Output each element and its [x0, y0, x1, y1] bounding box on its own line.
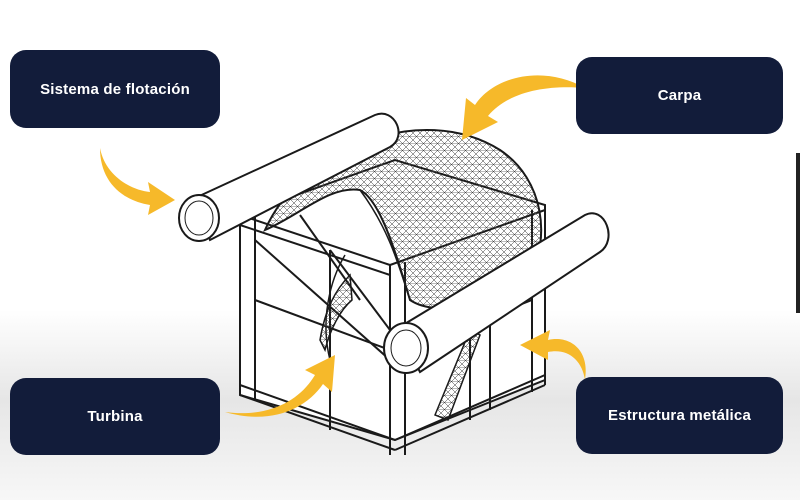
label-turbina: Turbina	[10, 378, 220, 455]
label-carpa: Carpa	[576, 57, 783, 134]
label-estructura-metalica: Estructura metálica	[576, 377, 783, 454]
float-cylinder-right	[383, 212, 610, 374]
arrows	[100, 75, 586, 417]
arrow-carpa	[462, 75, 585, 140]
arrow-flotacion	[100, 148, 175, 215]
label-sistema-flotacion-text: Sistema de flotación	[40, 80, 190, 98]
label-sistema-flotacion: Sistema de flotación	[10, 50, 220, 128]
arrow-turbina	[225, 355, 335, 417]
float-cylinder-left	[178, 112, 400, 242]
arrow-estructura	[520, 330, 586, 380]
right-edge-bar	[796, 153, 800, 313]
label-turbina-text: Turbina	[87, 408, 143, 425]
label-estructura-metalica-text: Estructura metálica	[607, 407, 752, 424]
turbine	[319, 273, 481, 421]
label-carpa-text: Carpa	[657, 87, 702, 104]
